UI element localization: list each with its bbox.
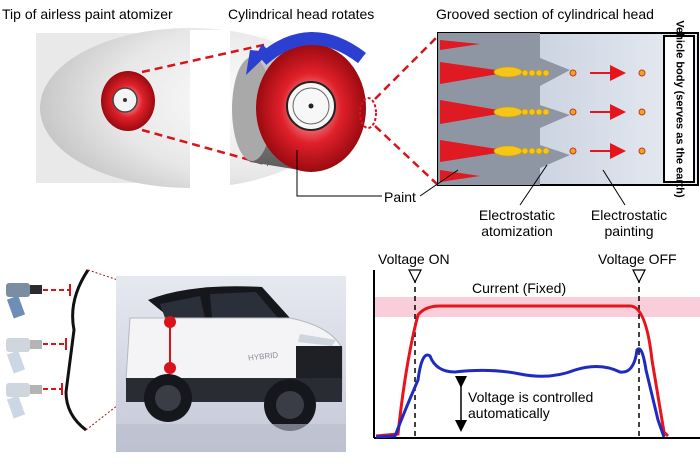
electrostatic-painting-line2: painting [604, 223, 654, 239]
groove-highlight [359, 97, 377, 129]
voltage-on-label: Voltage ON [378, 251, 450, 267]
current-series-line [375, 304, 670, 438]
electrostatic-painting-line1: Electrostatic [590, 207, 668, 223]
electrostatic-atomization-label: Electrostatic atomization [462, 207, 572, 239]
spray-gun-column [6, 269, 119, 432]
cylindrical-head-image [232, 32, 366, 172]
voltage-current-chart [373, 269, 700, 439]
title-grooved-section: Grooved section of cylindrical head [436, 6, 654, 22]
current-fixed-label: Current (Fixed) [472, 280, 567, 296]
electrostatic-atomization-line2: atomization [481, 223, 553, 239]
paint-label: Paint [384, 189, 416, 205]
grooved-section-image [437, 32, 699, 186]
car-photo [116, 276, 346, 452]
label-leaders [296, 150, 626, 206]
vehicle-body-label: Vehicle body (serves as the earth) [673, 20, 686, 198]
zoom-lines-head [374, 35, 439, 186]
title-atomizer-tip: Tip of airless paint atomizer [2, 6, 173, 22]
voltage-controlled-line2: automatically [468, 405, 550, 421]
voltage-controlled-label: Voltage is controlled automatically [468, 389, 593, 421]
title-cylindrical-head: Cylindrical head rotates [228, 6, 375, 22]
voltage-off-label: Voltage OFF [598, 251, 677, 267]
electrostatic-painting-label: Electrostatic painting [574, 207, 684, 239]
voltage-controlled-line1: Voltage is controlled [468, 389, 594, 405]
voltage-series-line [375, 347, 666, 439]
electrostatic-atomization-line1: Electrostatic [478, 207, 556, 223]
